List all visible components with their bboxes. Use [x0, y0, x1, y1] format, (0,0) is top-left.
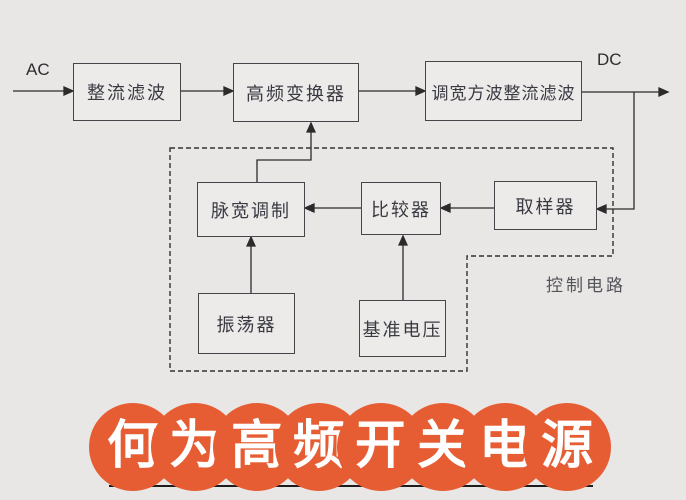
banner-char: 开 [354, 416, 407, 476]
wire-reference-to-comparator [397, 234, 409, 300]
block-comparator: 比较器 [361, 182, 441, 235]
block-reference-voltage-label: 基准电压 [362, 319, 443, 340]
banner-char: 高 [230, 416, 283, 476]
feedback-branch-to-sampler [595, 92, 635, 215]
block-comparator-label: 比较器 [371, 199, 431, 220]
banner-char: 关 [416, 416, 469, 476]
block-hf-converter-label: 高频变换器 [246, 83, 346, 104]
control-circuit-label: 控制电路 [546, 276, 626, 295]
wire-rectifier-to-converter [181, 85, 235, 97]
block-pwm-modulator-label: 脉宽调制 [211, 200, 291, 221]
block-pwm-modulator: 脉宽调制 [197, 182, 305, 237]
ac-input-arrow [13, 85, 75, 97]
banner-char: 源 [540, 416, 593, 476]
block-reference-voltage: 基准电压 [359, 300, 446, 357]
block-rectifier-filter-label: 整流滤波 [87, 83, 167, 103]
wire-converter-to-output-filter [359, 85, 427, 97]
banner-shadow-line [109, 485, 593, 487]
banner-char: 何 [106, 416, 159, 476]
wire-sampler-to-comparator [439, 202, 494, 214]
control-circuit-dashed-boundary [169, 147, 614, 372]
block-oscillator-label: 振荡器 [216, 314, 277, 335]
block-sampler-label: 取样器 [515, 196, 576, 217]
block-sampler: 取样器 [494, 181, 597, 230]
wire-pwm-to-converter [256, 121, 317, 182]
block-pwm-square-rectifier-filter: 调宽方波整流滤波 [425, 61, 582, 121]
wire-oscillator-to-pwm [245, 235, 257, 293]
banner-char: 为 [168, 416, 221, 476]
wire-comparator-to-pwm [303, 202, 361, 214]
block-rectifier-filter: 整流滤波 [73, 63, 181, 121]
banner-badge: 源 [523, 403, 611, 491]
title-banner: 何 为 高 频 开 关 电 源 [89, 403, 614, 491]
banner-char: 频 [292, 416, 345, 476]
block-hf-converter: 高频变换器 [233, 63, 359, 122]
ac-label: AC [26, 60, 50, 79]
dc-output-arrow [582, 86, 670, 98]
block-pwm-square-rectifier-filter-label: 调宽方波整流滤波 [431, 83, 576, 103]
banner-char: 电 [478, 416, 531, 476]
block-oscillator: 振荡器 [198, 293, 295, 354]
dc-label: DC [597, 50, 622, 69]
